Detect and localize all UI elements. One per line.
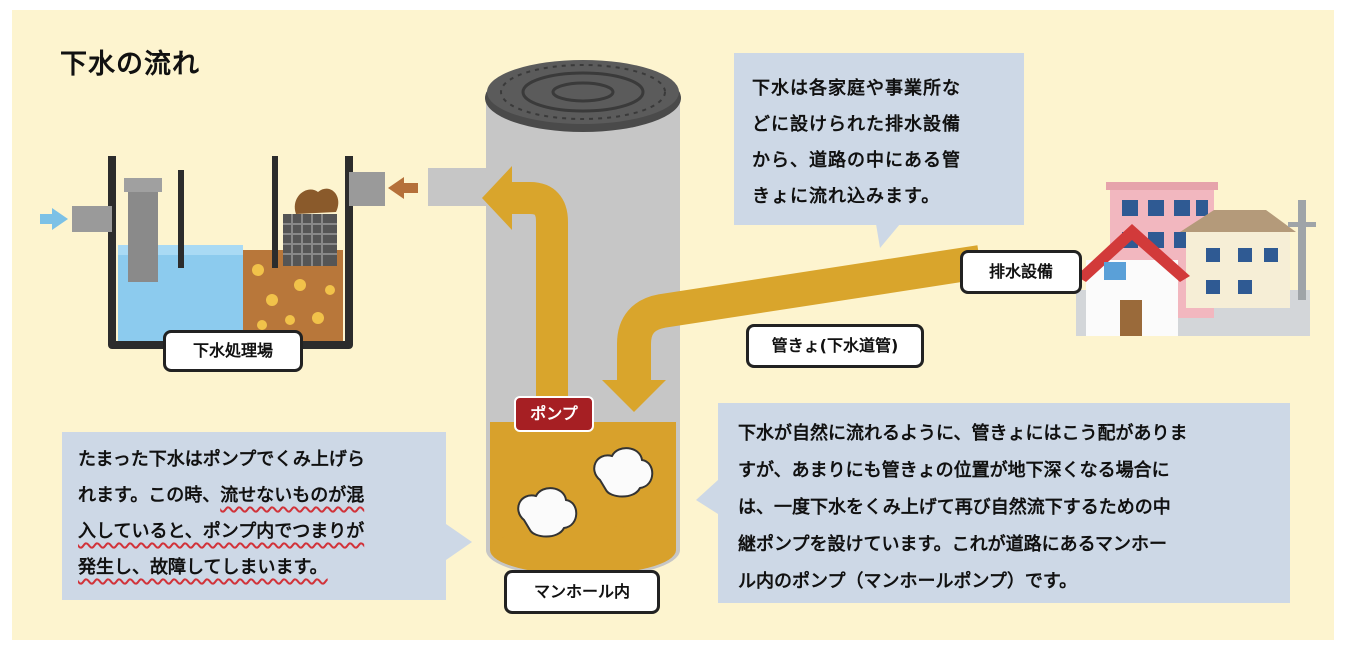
callout-line: は、一度下水をくみ上げて再び自然流下するための中 (738, 497, 1171, 518)
callout-line: きょに流れ込みます。 (752, 186, 941, 207)
callout-line: れます。この時、流せないものが混 (78, 478, 446, 514)
callout-line: たまった下水はポンプでくみ上げら (78, 449, 365, 470)
bubble-pointers (446, 224, 900, 560)
warning-text: 発生し、故障してしまいます。 (78, 557, 328, 578)
callout-line: から、道路の中にある管 (752, 150, 961, 171)
warning-text: 入していると、ポンプ内でつまりが (78, 521, 365, 542)
callout-line: すが、あまりにも管きょの位置が地下深くなる場合に (738, 460, 1170, 481)
flow-arrows (482, 166, 983, 424)
callout-line: ル内のポンプ（マンホールポンプ）です。 (738, 571, 1078, 592)
pump-label: ポンプ (514, 396, 594, 432)
callout-line: 下水は各家庭や事業所な (752, 78, 961, 99)
page-title: 下水の流れ (60, 49, 200, 80)
treatment-plant-label: 下水処理場 (163, 330, 303, 372)
callout-line: どに設けられた排水設備 (752, 114, 961, 135)
callout-text: れます。この時、 (78, 485, 221, 506)
callout-drain-equipment: 下水は各家庭や事業所な どに設けられた排水設備 から、道路の中にある管 きょに流… (734, 53, 1024, 225)
callout-manhole-pump: 下水が自然に流れるように、管きょにはこう配がありま すが、あまりにも管きょの位置… (718, 403, 1290, 603)
callout-line: 発生し、故障してしまいます。 (78, 550, 446, 586)
warning-text: 流せないものが混 (220, 485, 365, 506)
drain-equipment-label: 排水設備 (960, 250, 1082, 294)
sewer-pipe-label: 管きょ(下水道管) (746, 324, 924, 368)
callout-line: 入していると、ポンプ内でつまりが (78, 514, 446, 550)
callout-line: 継ポンプを設けています。これが道路にあるマンホー (738, 534, 1167, 555)
treatment-plant-illustration (40, 156, 418, 349)
manhole-inside-label: マンホール内 (504, 570, 660, 614)
callout-line: 下水が自然に流れるように、管きょにはこう配がありま (738, 423, 1188, 444)
callout-pump-warning: たまった下水はポンプでくみ上げら れます。この時、流せないものが混 入していると… (62, 432, 446, 600)
houses-illustration (1076, 182, 1316, 336)
